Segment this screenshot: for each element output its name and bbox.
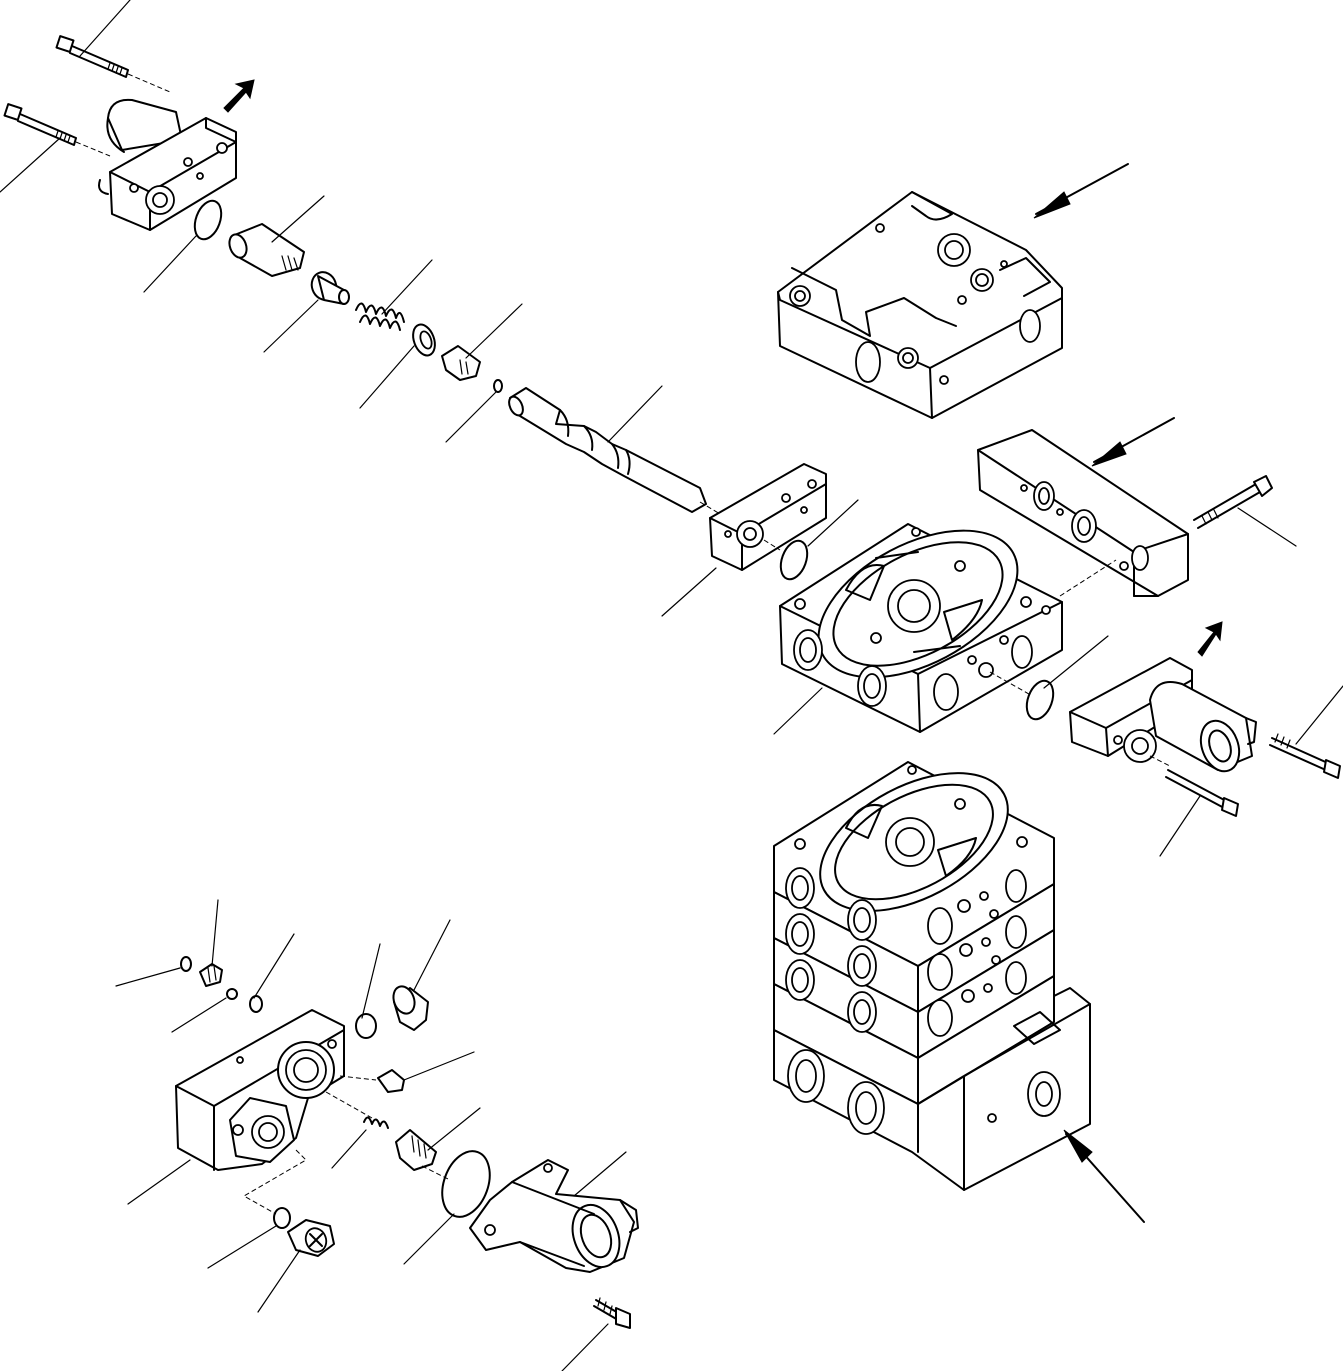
bolt-top	[55, 35, 129, 78]
retainer	[310, 271, 350, 305]
bolt-left	[3, 103, 77, 146]
o-ring-6	[273, 1207, 291, 1229]
o-ring-5	[355, 1013, 377, 1039]
spool	[508, 387, 707, 513]
o-ring-4	[249, 995, 263, 1013]
plug-b	[392, 985, 429, 1031]
seat	[412, 323, 436, 357]
arrow-upper-valve	[223, 79, 255, 113]
small-ring	[493, 379, 503, 393]
spring	[355, 302, 405, 331]
valve-section-block	[773, 523, 1117, 735]
right-solenoid-valve-assembly	[1025, 621, 1343, 857]
o-ring-3	[1025, 679, 1055, 721]
ball	[226, 988, 238, 1000]
o-ring-1	[193, 199, 223, 241]
solenoid-lower	[469, 1159, 639, 1273]
plug-d	[287, 1219, 335, 1257]
piston	[228, 223, 305, 277]
check-plug-a	[199, 963, 223, 987]
plug-c	[377, 1069, 405, 1093]
screw	[593, 1297, 631, 1329]
bolt-plate	[1193, 475, 1297, 547]
solenoid-coil	[106, 98, 183, 153]
o-ring-large	[441, 1150, 491, 1218]
upper-solenoid-valve-assembly	[0, 0, 859, 617]
bolt-right-top	[1269, 685, 1343, 779]
leader-lines-lower	[115, 899, 627, 1371]
small-ring-a	[180, 956, 192, 972]
manifold-plate	[977, 417, 1297, 597]
spring-lower	[363, 1116, 389, 1129]
cover-plate	[709, 463, 827, 571]
lower-solenoid-valve-assembly	[115, 899, 639, 1371]
bolt-right-bottom	[1159, 769, 1239, 857]
top-cover-housing	[777, 163, 1129, 419]
o-ring-2	[779, 539, 809, 581]
valve-body-upper	[98, 117, 237, 231]
poppet	[441, 345, 481, 381]
poppet-lower	[395, 1129, 437, 1171]
main-valve-stack	[773, 761, 1145, 1223]
leader-lines-upper	[0, 0, 859, 617]
valve-body-lower	[175, 1009, 345, 1171]
